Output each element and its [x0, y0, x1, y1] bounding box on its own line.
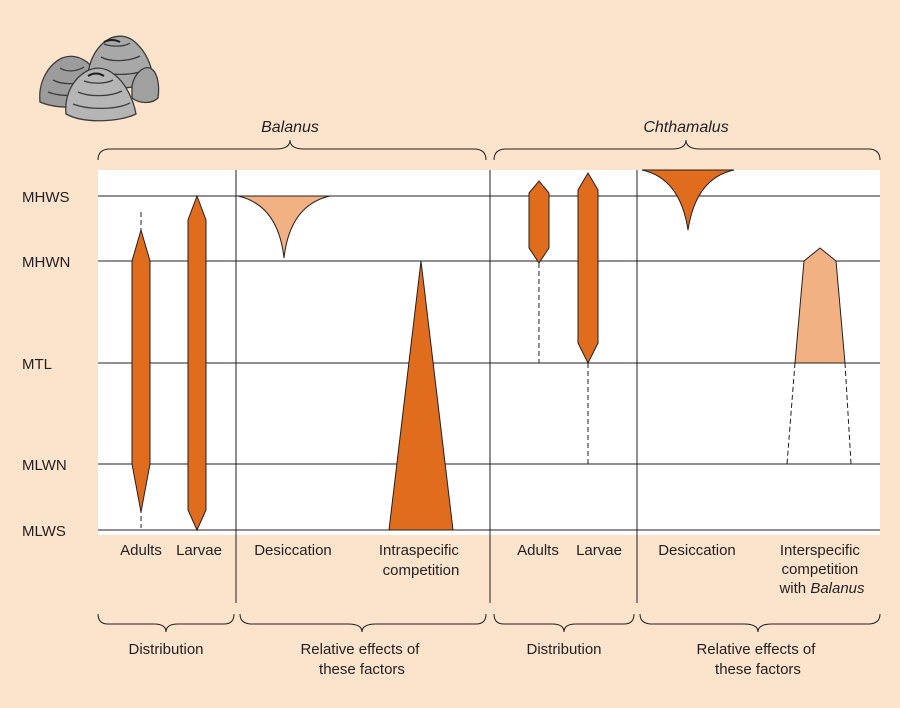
balanus-intraspecific-shape [388, 260, 454, 531]
balanus-effects-line-2: these factors [319, 661, 405, 678]
column-label-chthamalus-desiccation: Desiccation [658, 542, 736, 559]
interspecific-word-balanus: Balanus [810, 580, 865, 597]
column-label-balanus-larvae: Larvae [176, 542, 222, 559]
species-label-balanus: Balanus [261, 119, 319, 136]
group-label-chthamalus-distribution: Distribution [526, 641, 601, 658]
chthamalus-adults-bar [528, 180, 550, 264]
interspecific-word-with: with [778, 580, 806, 597]
tide-label-mtl: MTL [22, 356, 52, 373]
column-label-chthamalus-adults: Adults [517, 542, 559, 559]
tide-label-mhwn: MHWN [22, 254, 70, 271]
chthamalus-effects-brace [639, 613, 881, 633]
tide-label-mlwn: MLWN [22, 457, 67, 474]
tide-label-mhws: MHWS [22, 189, 70, 206]
chthamalus-top-brace [493, 139, 881, 161]
intraspecific-line-1: Intraspecific [379, 542, 460, 559]
chart-panel [98, 170, 880, 535]
tide-level-lines [98, 195, 880, 531]
chthamalus-interspecific-dashed-right [844, 362, 852, 465]
chthamalus-distribution-brace [493, 613, 635, 633]
chthamalus-interspecific-shape [794, 247, 846, 364]
balanus-top-brace [97, 139, 487, 161]
balanus-larvae-bar [187, 194, 207, 532]
chthamalus-larvae-bar [577, 172, 599, 365]
column-label-balanus-intraspecific: Intraspecific competition [379, 542, 463, 579]
column-label-chthamalus-larvae: Larvae [576, 542, 622, 559]
chthamalus-effects-line-2: these factors [715, 661, 801, 678]
balanus-desiccation-shape [237, 195, 331, 259]
group-label-balanus-effects: Relative effects of these factors [300, 641, 423, 678]
column-label-balanus-adults: Adults [120, 542, 162, 559]
balanus-adults-bar [131, 228, 151, 513]
column-label-balanus-desiccation: Desiccation [254, 542, 332, 559]
column-label-chthamalus-interspecific: Interspecific competition with Balanus [778, 542, 865, 597]
balanus-effects-line-1: Relative effects of [300, 641, 420, 658]
chthamalus-desiccation-shape [641, 169, 735, 231]
interspecific-line-3: with Balanus [778, 580, 865, 597]
intraspecific-line-2: competition [383, 562, 460, 579]
interspecific-line-2: competition [782, 561, 859, 578]
tide-label-mlws: MLWS [22, 523, 66, 540]
group-label-balanus-distribution: Distribution [128, 641, 203, 658]
balanus-distribution-brace [97, 613, 235, 633]
chthamalus-effects-line-1: Relative effects of [696, 641, 816, 658]
interspecific-line-1: Interspecific [780, 542, 861, 559]
species-label-chthamalus: Chthamalus [643, 119, 728, 136]
barnacle-cluster-icon [39, 35, 160, 122]
chthamalus-interspecific-dashed-left [786, 362, 796, 465]
balanus-effects-brace [239, 613, 487, 633]
group-label-chthamalus-effects: Relative effects of these factors [696, 641, 819, 678]
